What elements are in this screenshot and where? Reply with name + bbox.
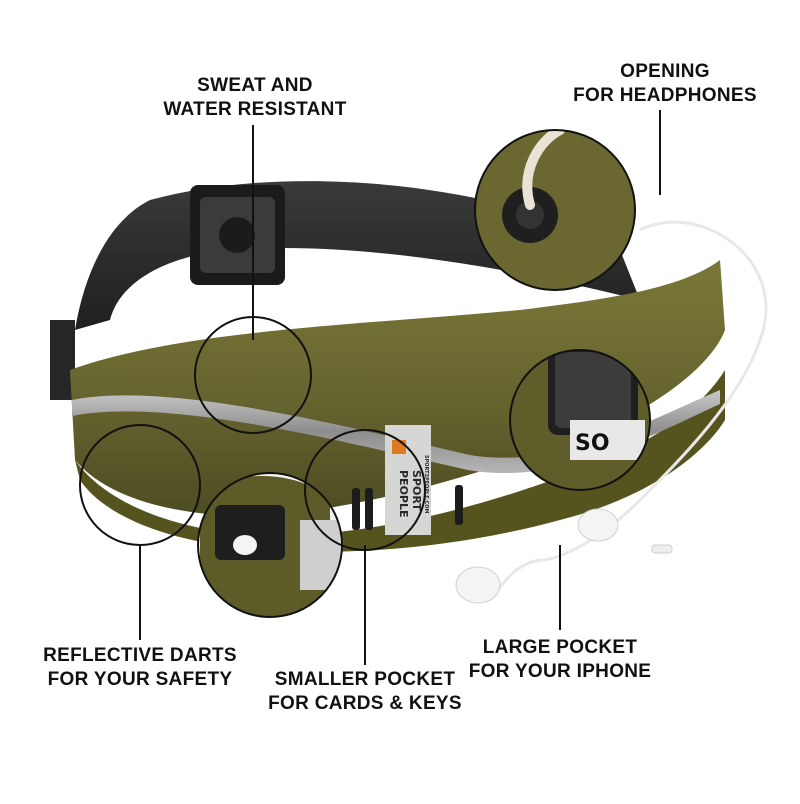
label-reflective-darts: REFLECTIVE DARTS FOR YOUR SAFETY <box>43 645 237 690</box>
callout-lines <box>139 110 661 665</box>
earphones <box>455 220 768 604</box>
label-large-pocket: LARGE POCKET FOR YOUR IPHONE <box>468 637 652 682</box>
callout-circle-small-pocket <box>197 472 343 618</box>
callout-circle-sweat <box>194 316 312 434</box>
olive-pouch <box>70 260 725 552</box>
callout-circle-large-pocket: SO <box>509 349 651 491</box>
brand-tag-url: SPORT2PEOPLE.COM <box>423 455 429 513</box>
callout-circle-headphones <box>474 129 636 291</box>
zipper-pulls <box>352 485 463 530</box>
label-sweat-and-water-resistant: SWEAT AND WATER RESISTANT <box>163 75 347 120</box>
label-smaller-pocket: SMALLER POCKET FOR CARDS & KEYS <box>268 669 462 714</box>
svg-text:SO: SO <box>575 431 610 456</box>
brand-tag-line2: PEOPLE <box>397 470 410 518</box>
label-opening-for-headphones: OPENING FOR HEADPHONES <box>573 61 757 106</box>
brand-tag-line1: SPORT <box>410 470 423 511</box>
callout-circle-reflective <box>79 424 201 546</box>
buckle <box>190 185 285 285</box>
callout-circle-middle-stripe <box>304 429 426 551</box>
